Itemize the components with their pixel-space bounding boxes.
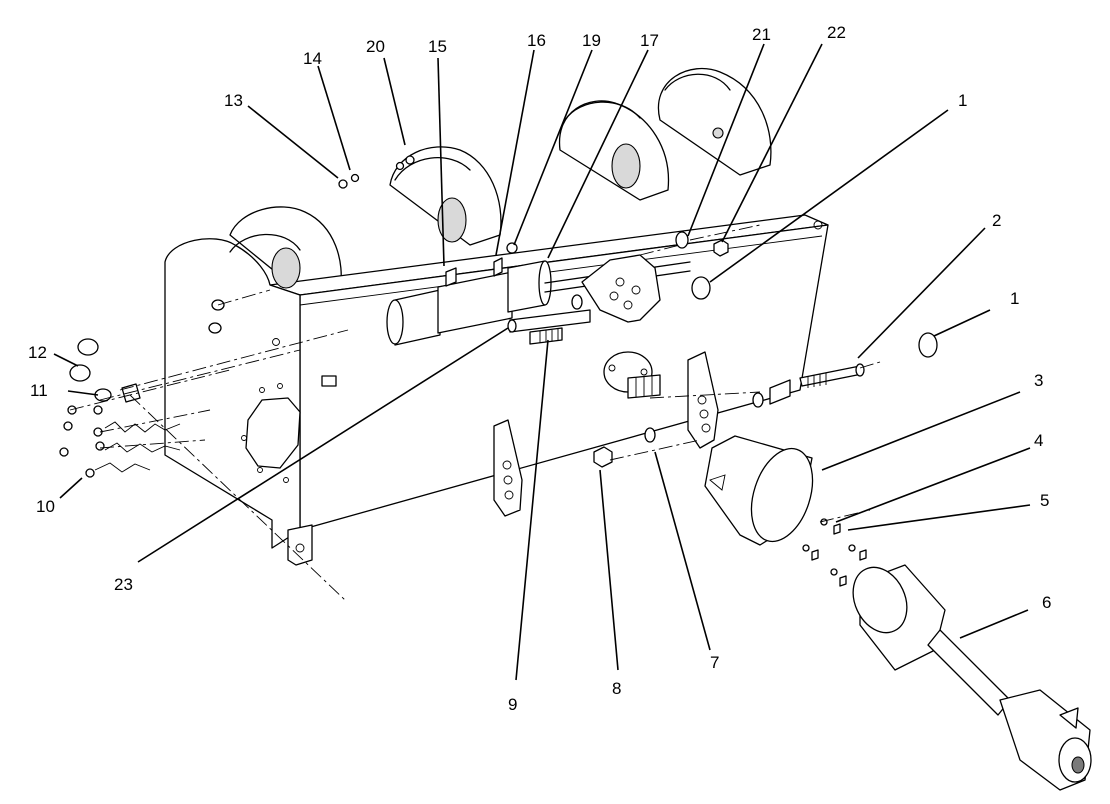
- washer-shaft: [571, 294, 583, 310]
- plate-slot: [321, 375, 337, 387]
- grease-fitting-19: [506, 242, 518, 254]
- washer-pin: [752, 392, 764, 408]
- left-side-bracket: [493, 419, 523, 517]
- left-hardware: [59, 299, 225, 478]
- callout-3: 3: [1034, 371, 1043, 390]
- callout-8: 8: [612, 679, 621, 698]
- washer-20b: [405, 155, 415, 165]
- callout-14: 14: [303, 49, 322, 68]
- callout-21: 21: [752, 25, 771, 44]
- callout-6: 6: [1042, 593, 1051, 612]
- callout-12: 12: [28, 343, 47, 362]
- right-side-bracket: [687, 351, 719, 449]
- centerlines: [69, 224, 881, 601]
- callout-1a: 1: [958, 91, 967, 110]
- pto-driveshaft-6: [852, 564, 1092, 791]
- callout-22: 22: [827, 23, 846, 42]
- plate-fold-line: [299, 235, 823, 306]
- end-plate-cutout: [245, 397, 301, 469]
- rotor-shaft-assembly: [386, 242, 691, 346]
- guard-cone-3: [704, 435, 814, 546]
- callout-7: 7: [710, 653, 719, 672]
- rotor-opening-2: [437, 197, 467, 243]
- callout-11: 11: [30, 381, 48, 400]
- end-plate-holes: [241, 338, 289, 483]
- callout-5: 5: [1040, 491, 1049, 510]
- washer-7: [644, 427, 656, 443]
- nut-13: [338, 179, 348, 189]
- callout-2: 2: [992, 211, 1001, 230]
- side-brackets: [493, 351, 719, 517]
- callout-15: 15: [428, 37, 447, 56]
- washer-14: [350, 173, 360, 183]
- callout-4: 4: [1034, 431, 1043, 450]
- clip-1-lower: [918, 332, 938, 358]
- bearing-bracket: [581, 254, 661, 323]
- rotor-opening-1: [271, 247, 301, 289]
- housing-top-profile: [229, 73, 731, 253]
- screws-10: [59, 405, 105, 478]
- bolt-15: [445, 267, 457, 287]
- callout-labels: 1 1 2 3 4 5 6 7 8 9 10 11 12 13 14 20 15…: [28, 23, 1051, 714]
- clip-1-upper: [691, 276, 711, 300]
- callout-1b: 1: [1010, 289, 1019, 308]
- rotor-disc-rear-mid: [558, 100, 670, 201]
- callout-17: 17: [640, 31, 659, 50]
- rotor-opening-3: [611, 143, 641, 189]
- shaft-collar-15: [437, 271, 513, 334]
- callout-10: 10: [36, 497, 55, 516]
- pin-and-bolt: [507, 309, 591, 345]
- washer-20a: [395, 161, 405, 171]
- callout-16: 16: [527, 31, 546, 50]
- cap-12-a: [77, 338, 99, 356]
- shaft-tube-end: [386, 299, 404, 345]
- leader-lines: [53, 43, 1031, 681]
- washer-21: [675, 231, 689, 249]
- bolt-16: [493, 257, 503, 277]
- rotor-hole-4: [712, 127, 724, 139]
- foot-hole: [295, 543, 305, 553]
- callout-23: 23: [114, 575, 133, 594]
- callout-9: 9: [508, 695, 517, 714]
- callout-20: 20: [366, 37, 385, 56]
- nut-22: [713, 239, 729, 257]
- callout-19: 19: [582, 31, 601, 50]
- housing-left-end-plate: [164, 238, 301, 549]
- rotor-disc-rear-right: [657, 67, 772, 176]
- callout-13: 13: [224, 91, 243, 110]
- nut-8: [593, 446, 613, 468]
- rotor-disc-mid: [389, 146, 502, 246]
- cap-12-b: [69, 364, 91, 382]
- bearing-flange: [603, 351, 661, 399]
- top-plate-bolt: [813, 220, 823, 230]
- housing-foot: [287, 524, 313, 566]
